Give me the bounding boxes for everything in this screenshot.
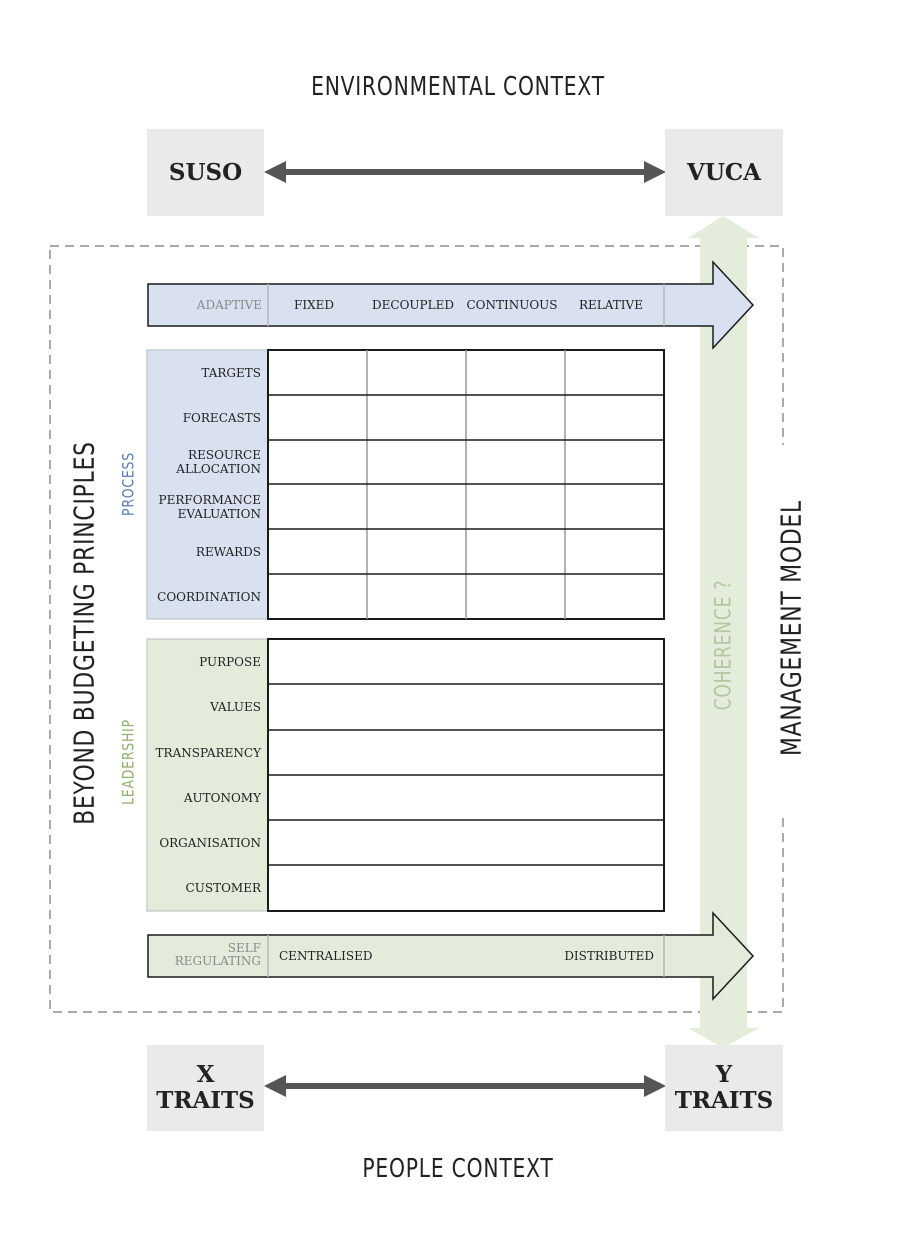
self-regulating-arrow [147, 911, 755, 1001]
environmental-context-title: ENVIRONMENTAL CONTEXT [311, 72, 605, 102]
vuca-box: VUCA [665, 129, 783, 216]
row-label-customer: CUSTOMER [185, 881, 261, 895]
adaptive-label: ADAPTIVE [196, 298, 262, 312]
row-label-purpose: PURPOSE [199, 654, 261, 669]
column-decoupled: DECOUPLED [372, 298, 454, 312]
row-label-coordination: COORDINATION [157, 589, 261, 604]
people-double-arrow [264, 1075, 666, 1097]
process-section-label: PROCESS [118, 452, 138, 516]
coherence-arrow [688, 216, 759, 1048]
row-label-values: VALUES [210, 700, 261, 714]
row-label-transparency: TRANSPARENCY [155, 745, 261, 760]
frame-gap [775, 445, 791, 817]
row-label-rewards: REWARDS [195, 544, 261, 559]
beyond-budgeting-title: BEYOND BUDGETING PRINCIPLES [67, 441, 101, 825]
management-model-title: MANAGEMENT MODEL [774, 500, 808, 756]
row-label-forecasts: FORECASTS [182, 410, 261, 425]
suso-box: SUSO [147, 129, 264, 216]
leadership-section-label: LEADERSHIP [118, 719, 138, 805]
y-traits-box: Y TRAITS [665, 1045, 783, 1131]
column-continuous: CONTINUOUS [466, 298, 558, 312]
adaptive-arrow [147, 260, 755, 350]
x-traits-label: X TRAITS [156, 1061, 255, 1114]
centralised-label: CENTRALISED [279, 949, 373, 963]
process-label-column [146, 349, 269, 620]
row-label-autonomy: AUTONOMY [183, 790, 261, 805]
suso-label: SUSO [168, 158, 243, 186]
row-label-resource-allocation: RESOURCE ALLOCATION [176, 448, 261, 476]
leadership-grid [267, 638, 665, 912]
people-context-title: PEOPLE CONTEXT [362, 1154, 554, 1184]
vuca-label: VUCA [686, 158, 762, 186]
y-traits-label: Y TRAITS [674, 1061, 774, 1114]
column-relative: RELATIVE [579, 298, 643, 312]
row-label-performance-evaluation: PERFORMANCE EVALUATION [158, 492, 261, 521]
coherence-label: COHERENCE ? [711, 579, 737, 711]
x-traits-box: X TRAITS [147, 1045, 264, 1131]
process-grid [267, 349, 665, 620]
row-label-targets: TARGETS [201, 365, 261, 380]
column-fixed: FIXED [294, 298, 334, 312]
environmental-double-arrow [264, 161, 666, 183]
distributed-label: DISTRIBUTED [564, 949, 654, 963]
self-regulating-label: SELF REGULATING [174, 941, 261, 968]
row-label-organisation: ORGANISATION [159, 835, 261, 850]
